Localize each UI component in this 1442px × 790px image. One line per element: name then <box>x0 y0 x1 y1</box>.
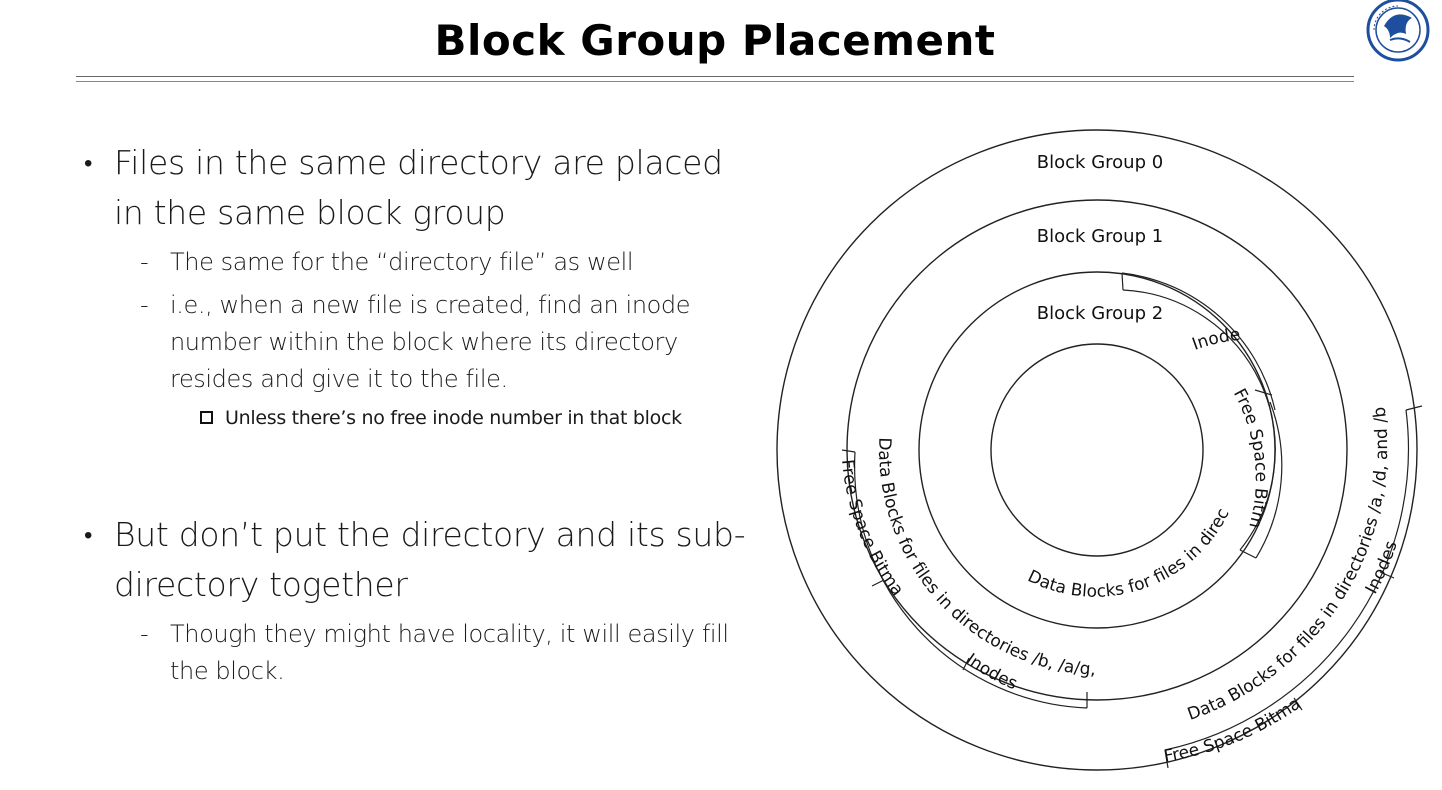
sub-bullet: - i.e., when a new file is created, find… <box>84 287 764 398</box>
bullet-dot-icon: • <box>84 149 93 177</box>
outer-data-label: Data Blocks for files in directories /a,… <box>770 120 1392 725</box>
sub-bullet-text: The same for the “directory file” as wel… <box>170 248 634 276</box>
dash-icon: - <box>140 248 149 276</box>
inner-data-label: Data Blocks for files in directories /d/… <box>770 120 1234 602</box>
ring-group-2 <box>918 271 1276 629</box>
sub-bullet-text: the block. <box>170 657 285 685</box>
block-group-2-label: Block Group 2 <box>1037 303 1163 324</box>
inner-inodes-label: Inodes <box>1190 325 1430 535</box>
sub-bullet: - The same for the “directory file” as w… <box>84 244 764 281</box>
sub-bullet-text: number within the block where its direct… <box>170 328 678 356</box>
bullet-dot-icon: • <box>84 521 93 549</box>
title-divider <box>76 76 1354 77</box>
bullet-2-line-2: directory together <box>114 565 408 604</box>
page-title: Block Group Placement <box>434 16 996 65</box>
bullet-1-line-2: in the same block group <box>114 193 506 232</box>
sub-bullet: - Though they might have locality, it wi… <box>84 616 764 690</box>
bullet-1-line-1: Files in the same directory are placed <box>114 143 723 182</box>
title-divider-secondary <box>76 81 1354 82</box>
ring-core <box>990 343 1204 557</box>
slide-body: • Files in the same directory are placed… <box>84 138 764 690</box>
dash-icon: - <box>140 291 149 319</box>
block-group-0-label: Block Group 0 <box>1037 152 1163 173</box>
ring-group-1 <box>846 199 1348 701</box>
sub-bullet-text: i.e., when a new file is created, find a… <box>170 291 691 319</box>
sub-sub-bullet-text: Unless there’s no free inode number in t… <box>225 407 682 429</box>
bullet-2: • But don’t put the directory and its su… <box>84 510 764 610</box>
bullet-1: • Files in the same directory are placed… <box>84 138 764 238</box>
bullet-2-line-1: But don’t put the directory and its sub- <box>114 515 746 554</box>
block-group-1-label: Block Group 1 <box>1037 226 1163 247</box>
checkbox-square-icon <box>200 411 213 424</box>
sub-sub-bullet: Unless there’s no free inode number in t… <box>84 404 764 432</box>
dash-icon: - <box>140 620 149 648</box>
inner-band <box>1122 289 1276 551</box>
block-group-diagram: Block Group 0 Block Group 1 Block Group … <box>770 120 1430 771</box>
sub-bullet-text: resides and give it to the file. <box>170 365 508 393</box>
ring-group-0 <box>776 129 1418 771</box>
sub-bullet-text: Though they might have locality, it will… <box>170 620 729 648</box>
university-seal-logo <box>1366 0 1430 62</box>
